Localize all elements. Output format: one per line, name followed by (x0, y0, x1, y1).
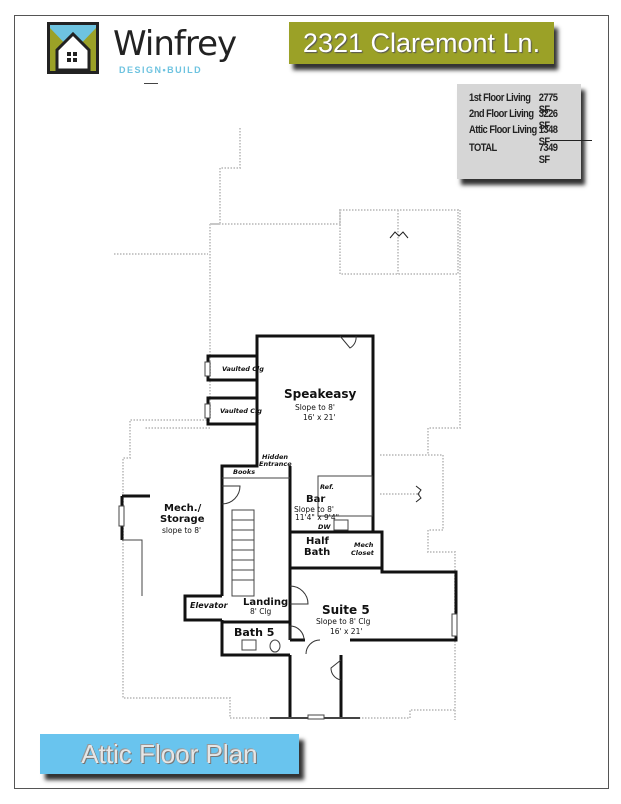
sf-row-2nd-floor: 2nd Floor Living 3226 SF (469, 108, 558, 132)
room-suite5-size: 16' x 21' (330, 627, 363, 636)
room-speakeasy-note: Slope to 8' (295, 403, 335, 412)
room-mech-closet-name: Mech (354, 541, 374, 549)
room-half-bath-name2: Bath (304, 547, 331, 558)
plan-title: Attic Floor Plan (81, 739, 258, 769)
sf-label: TOTAL (469, 142, 497, 154)
company-logo: Winfrey DESIGN•BUILD (47, 22, 247, 86)
house-logo-icon (47, 22, 99, 74)
address-title: 2321 Claremont Ln. (302, 28, 541, 58)
room-half-bath-name: Half (306, 536, 329, 547)
ridge-marks (389, 231, 422, 503)
room-mech-storage-name2: Storage (160, 514, 205, 525)
room-suite5-name: Suite 5 (322, 603, 370, 617)
thin-walls (118, 361, 458, 720)
room-mech-storage-name: Mech./ (164, 503, 202, 514)
sum-underline (550, 140, 592, 141)
sf-value: 3226 SF (538, 108, 558, 132)
square-footage-table: 1st Floor Living 2775 SF 2nd Floor Livin… (457, 84, 592, 179)
room-landing-name: Landing (243, 597, 289, 608)
entrance-label: Entrance (259, 460, 292, 468)
sf-row-1st-floor: 1st Floor Living 2775 SF (469, 92, 558, 116)
room-bar-size: 11'4" x 9'4" (295, 513, 340, 522)
sf-row-total: TOTAL 7349 SF (469, 142, 558, 166)
refrigerator-label: Ref. (320, 483, 335, 491)
sf-value: 2775 SF (538, 92, 558, 116)
room-bar-name: Bar (306, 494, 326, 505)
page-frame (14, 15, 609, 789)
sf-label: 1st Floor Living (469, 92, 531, 104)
room-mech-storage-note: slope to 8' (162, 526, 202, 535)
sf-value: 1348 SF (538, 124, 558, 148)
room-bar-note: Slope to 8' (294, 505, 334, 514)
walls (120, 334, 458, 718)
hidden-label: Hidden (262, 453, 289, 461)
room-landing-note: 8' Clg (250, 607, 272, 616)
vaulted-ceiling-label-1: Vaulted Clg (222, 365, 264, 373)
room-bath5-name: Bath 5 (234, 626, 275, 639)
room-suite5-note: Slope to 8' Clg (316, 617, 371, 626)
company-tagline: DESIGN•BUILD (119, 65, 203, 75)
address-banner: 2321 Claremont Ln. (289, 22, 554, 64)
roofline-dotted (114, 128, 461, 720)
plan-title-banner: Attic Floor Plan (40, 734, 299, 774)
dishwasher-label: DW (318, 523, 331, 531)
sf-label: 2nd Floor Living (469, 108, 534, 120)
books-label: Books (233, 468, 256, 476)
door-swings (221, 335, 357, 681)
room-elevator-name: Elevator (190, 601, 228, 610)
logo-divider (144, 83, 158, 84)
vaulted-ceiling-label-2: Vaulted Clg (220, 407, 262, 415)
room-mech-closet-name2: Closet (351, 549, 374, 557)
room-speakeasy-name: Speakeasy (284, 387, 357, 401)
sf-value: 7349 SF (538, 142, 558, 166)
sf-row-attic: Attic Floor Living 1348 SF (469, 124, 558, 148)
room-speakeasy-size: 16' x 21' (303, 413, 336, 422)
company-name: Winfrey (113, 24, 237, 64)
sf-label: Attic Floor Living (469, 124, 537, 136)
